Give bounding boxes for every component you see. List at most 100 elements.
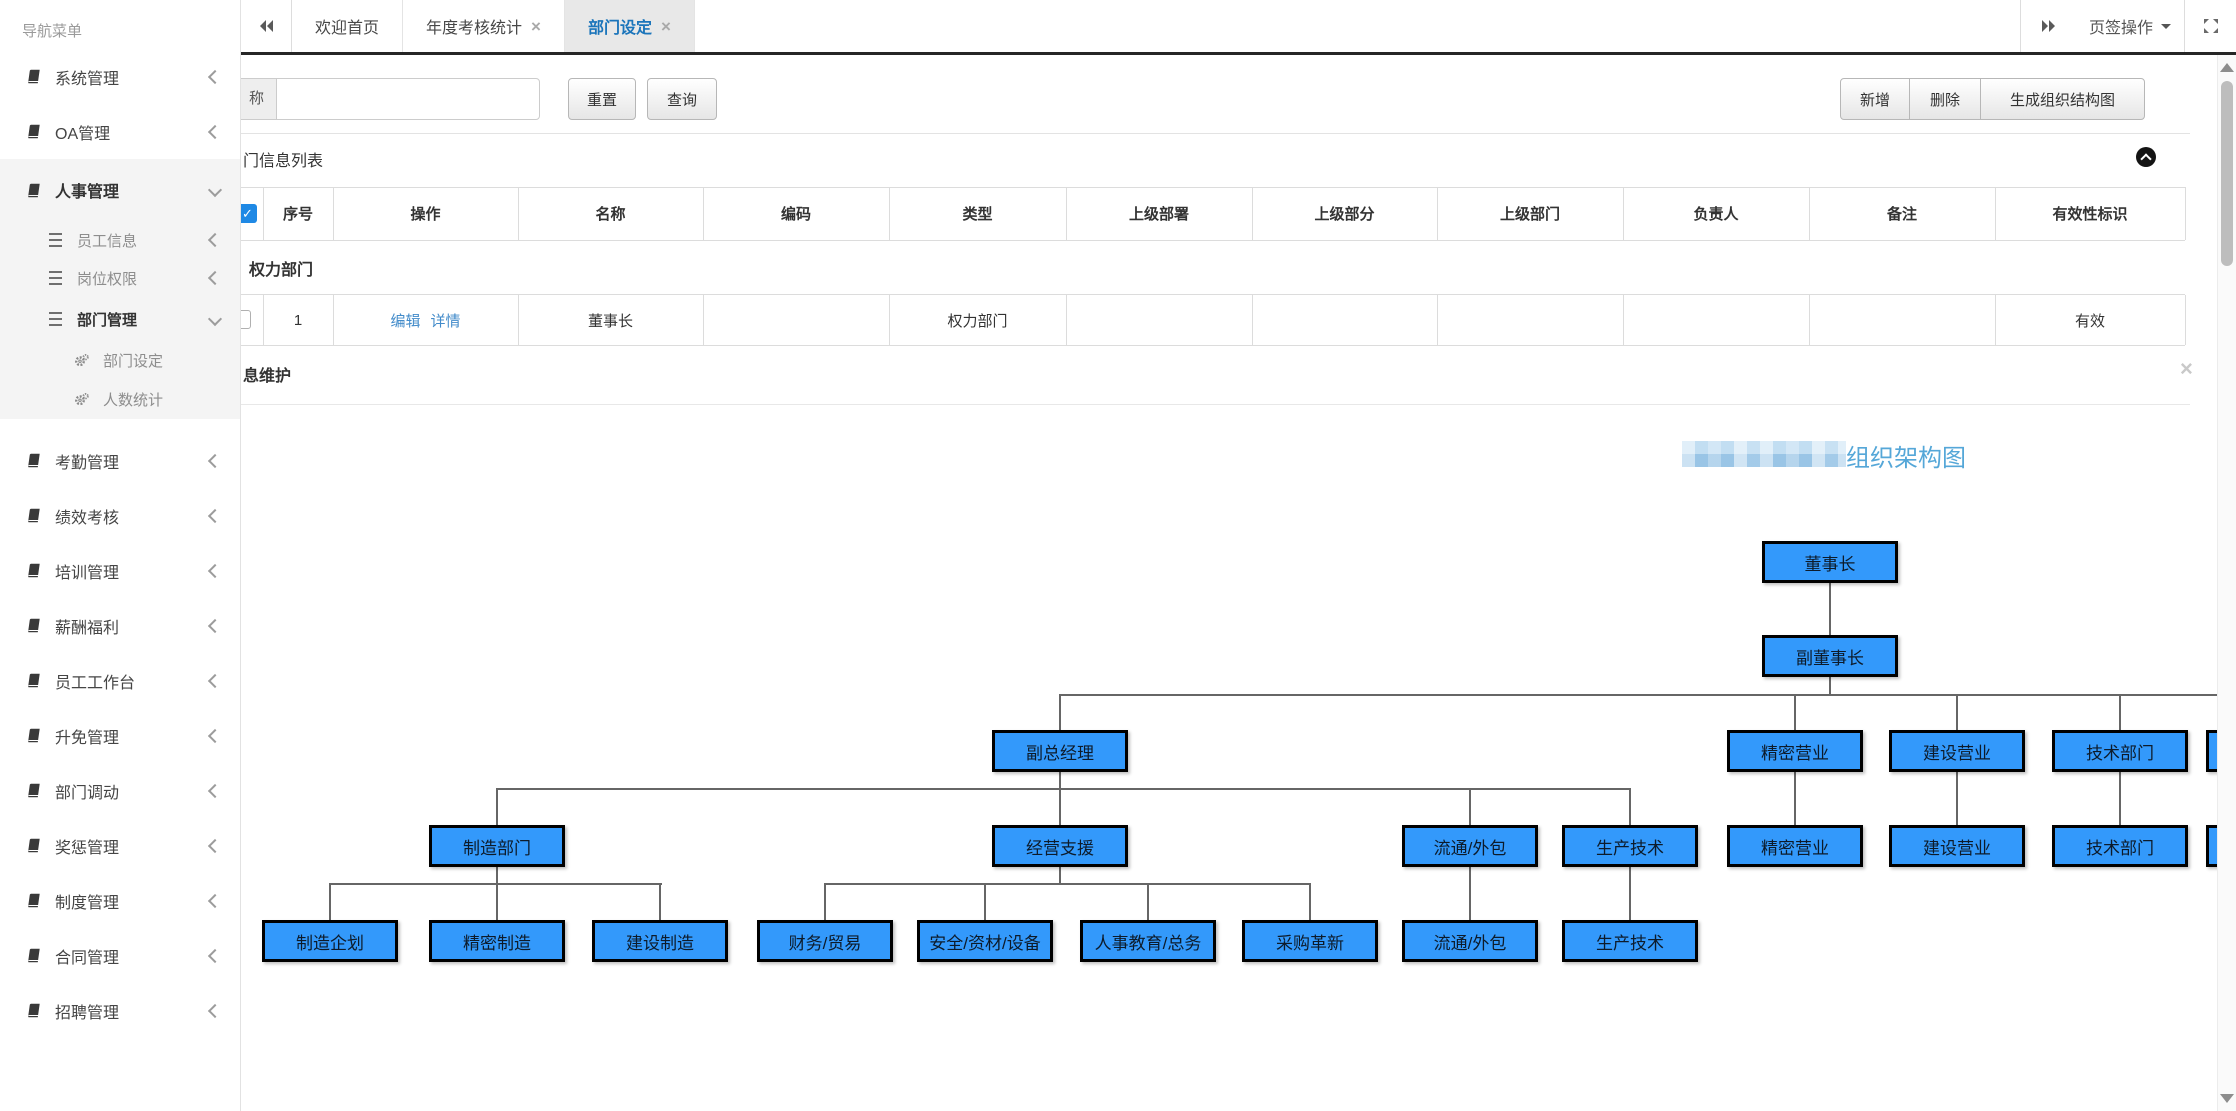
search-input[interactable]	[276, 78, 540, 120]
sidebar-item-薪酬福利[interactable]: 薪酬福利	[0, 598, 240, 653]
sidebar-item-考勤管理[interactable]: 考勤管理	[0, 433, 240, 488]
scrollbar-thumb[interactable]	[2221, 81, 2233, 266]
table-border	[889, 295, 890, 345]
sidebar-item-员工工作台[interactable]: 员工工作台	[0, 653, 240, 708]
table-border	[240, 294, 2185, 295]
chevron-left-icon	[207, 783, 223, 798]
sidebar-item-label: 岗位权限	[77, 270, 138, 288]
chevron-down-icon	[207, 182, 223, 198]
link-详情[interactable]: 详情	[430, 312, 461, 330]
org-connector	[1059, 694, 2218, 696]
table-cell: 1	[293, 311, 303, 329]
chevron-left-icon	[207, 893, 223, 908]
column-header: 上级部署	[1128, 206, 1189, 223]
table-cell: 权力部门	[947, 312, 1008, 330]
tab-年度考核统计[interactable]: 年度考核统计 ×	[403, 0, 565, 52]
sidebar-item-label: 人事管理	[55, 184, 120, 201]
chevron-left-icon	[207, 270, 223, 286]
sidebar-item-合同管理[interactable]: 合同管理	[0, 928, 240, 983]
tab-operations-dropdown[interactable]: 页签操作	[2076, 0, 2184, 52]
chevron-left-icon	[207, 673, 223, 688]
table-border	[333, 295, 334, 345]
chevron-left-icon	[207, 618, 223, 633]
org-connector	[1829, 677, 1831, 696]
sidebar-item-系统管理[interactable]: 系统管理	[0, 49, 240, 104]
vertical-scrollbar[interactable]	[2217, 55, 2236, 1111]
reset-button[interactable]: 重置	[568, 78, 636, 120]
sidebar-item-培训管理[interactable]: 培训管理	[0, 543, 240, 598]
query-button[interactable]: 查询	[647, 78, 717, 120]
sidebar-item-label: 升免管理	[55, 729, 120, 747]
tab-欢迎首页[interactable]: 欢迎首页	[292, 0, 404, 52]
table-group-row: 权力部门	[249, 261, 314, 279]
tabs-scroll-right-button[interactable]	[2020, 0, 2076, 52]
book-icon	[24, 124, 43, 139]
org-connector	[1956, 772, 1958, 825]
sidebar-item-制度管理[interactable]: 制度管理	[0, 873, 240, 928]
link-编辑[interactable]: 编辑	[390, 312, 421, 330]
column-header: 上级部门	[1499, 206, 1560, 223]
table-border	[889, 187, 890, 240]
org-connector	[2119, 696, 2121, 730]
table-border	[703, 295, 704, 345]
tab-label: 年度考核统计	[426, 20, 523, 37]
org-connector	[659, 885, 661, 920]
close-panel-icon[interactable]: ×	[2180, 356, 2193, 381]
sidebar-item-部门设定[interactable]: 部门设定	[0, 341, 240, 380]
fullscreen-button[interactable]	[2184, 0, 2236, 52]
table-cell: 董事长	[587, 312, 633, 330]
sidebar-item-label: 部门管理	[77, 311, 138, 329]
sidebar-item-绩效考核[interactable]: 绩效考核	[0, 488, 240, 543]
org-connector	[329, 885, 331, 920]
table-border	[333, 187, 334, 240]
org-node-精密营业: 精密营业	[1727, 825, 1863, 867]
sidebar-item-部门管理[interactable]: 部门管理	[0, 297, 240, 341]
add-button[interactable]: 新增	[1840, 78, 1910, 120]
action-button-group: 新增 删除 生成组织结构图	[1840, 78, 2145, 120]
book-icon	[24, 69, 43, 84]
table-cell: 有效	[2074, 312, 2105, 330]
org-node-人事教育/总务: 人事教育/总务	[1080, 920, 1216, 962]
sidebar-item-岗位权限[interactable]: 岗位权限	[0, 259, 240, 297]
sidebar-item-label: 奖惩管理	[55, 839, 120, 857]
bars-icon	[46, 269, 65, 287]
org-connector	[496, 867, 498, 884]
sidebar-item-人数统计[interactable]: 人数统计	[0, 380, 240, 419]
sidebar-item-奖惩管理[interactable]: 奖惩管理	[0, 818, 240, 873]
chevron-left-icon	[207, 728, 223, 743]
collapse-panel-icon[interactable]	[2136, 147, 2156, 167]
sidebar-item-升免管理[interactable]: 升免管理	[0, 708, 240, 763]
org-node-副董事长: 副董事长	[1762, 635, 1898, 677]
org-connector	[984, 885, 986, 920]
table-border	[240, 187, 2185, 188]
book-icon	[24, 728, 43, 743]
sidebar-item-人事管理[interactable]: 人事管理	[0, 159, 240, 221]
select-all-checkbox[interactable]: ✓	[238, 204, 257, 223]
tabs-scroll-left-button[interactable]	[240, 0, 292, 52]
sidebar-item-label: 考勤管理	[55, 454, 120, 472]
scroll-up-arrow-icon[interactable]	[2220, 63, 2234, 72]
sidebar-item-招聘管理[interactable]: 招聘管理	[0, 983, 240, 1038]
bars-icon	[46, 310, 65, 328]
tab-close-icon[interactable]: ×	[531, 16, 541, 36]
table-border	[263, 295, 264, 345]
sidebar-item-OA管理[interactable]: OA管理	[0, 104, 240, 159]
tab-close-icon[interactable]: ×	[660, 16, 671, 36]
delete-button[interactable]: 删除	[1909, 78, 1981, 120]
scroll-down-arrow-icon[interactable]	[2220, 1094, 2234, 1103]
maintain-panel-border	[240, 404, 2190, 405]
generate-org-chart-button[interactable]: 生成组织结构图	[1980, 78, 2145, 120]
book-icon	[24, 1003, 43, 1018]
table-border	[1437, 295, 1438, 345]
org-connector	[1469, 790, 1471, 825]
org-node-生产技术: 生产技术	[1562, 920, 1698, 962]
caret-down-icon	[2161, 23, 2171, 29]
sidebar-item-员工信息[interactable]: 员工信息	[0, 221, 240, 259]
tab-list: 欢迎首页年度考核统计×部门设定×	[292, 0, 695, 52]
sidebar-item-label: 人数统计	[103, 392, 164, 409]
tab-部门设定[interactable]: 部门设定×	[564, 0, 695, 52]
org-connector	[329, 883, 662, 885]
sidebar-item-部门调动[interactable]: 部门调动	[0, 763, 240, 818]
org-connector	[1956, 696, 1958, 730]
